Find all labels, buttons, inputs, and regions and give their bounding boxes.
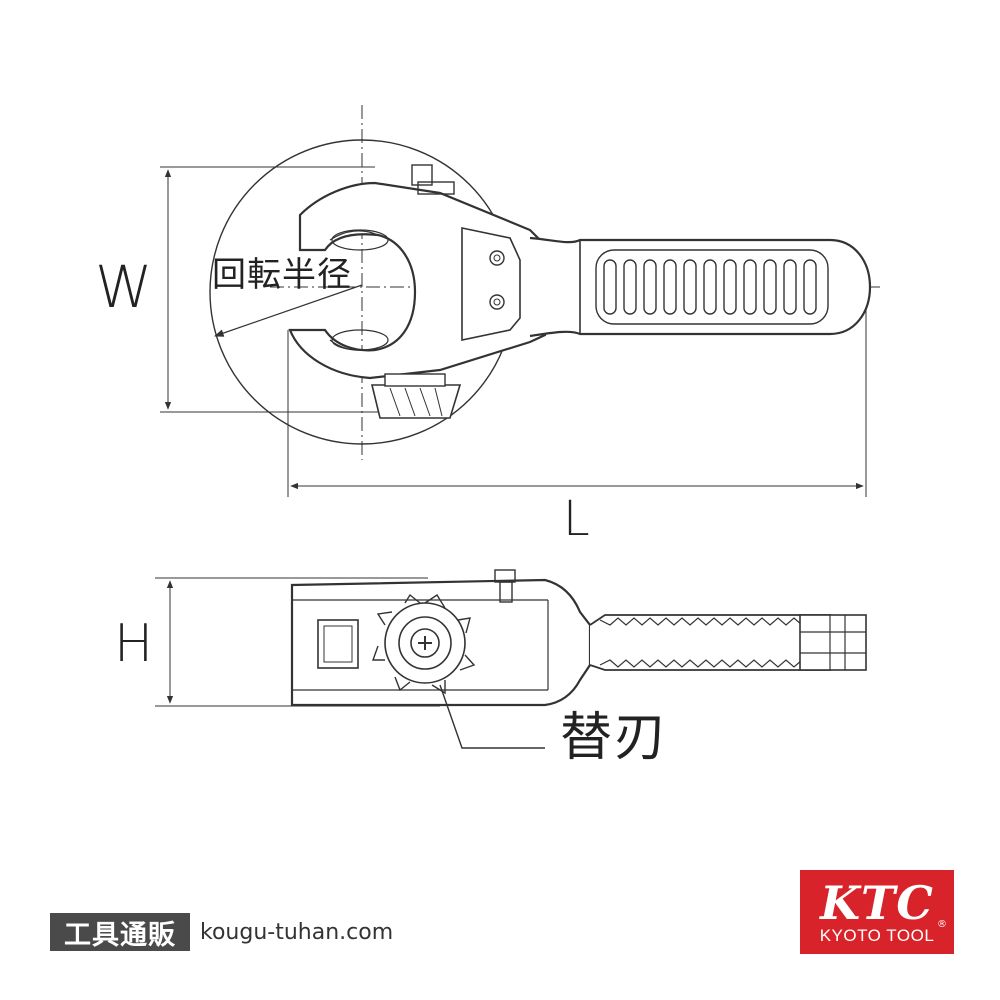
registered-mark: ® xyxy=(937,919,947,930)
replacement-blade-gear xyxy=(372,593,476,695)
side-view xyxy=(155,569,867,749)
radius-arrow xyxy=(214,284,363,337)
blade-leader-line xyxy=(439,684,545,749)
replacement-blade-label: 替刃 xyxy=(560,708,669,768)
cutter-wheel xyxy=(370,384,462,419)
ktc-logo-sub: KYOTO TOOL xyxy=(819,926,935,945)
length-label: L xyxy=(563,491,590,547)
side-plate xyxy=(461,227,521,341)
shop-url: kougu-tuhan.com xyxy=(200,920,394,945)
width-label: W xyxy=(95,253,153,321)
top-view xyxy=(160,105,880,497)
side-handle xyxy=(589,614,831,671)
height-label: H xyxy=(114,614,154,674)
ktc-logo-main: KTC xyxy=(820,876,934,930)
square-slot xyxy=(317,619,359,669)
shop-badge: 工具通販 xyxy=(50,913,190,951)
handle-end-cap xyxy=(799,614,867,671)
rotation-radius-label: 回転半径 xyxy=(212,255,352,295)
handle-grip-slots xyxy=(603,259,817,315)
ktc-logo: KTC ® KYOTO TOOL xyxy=(800,870,954,954)
